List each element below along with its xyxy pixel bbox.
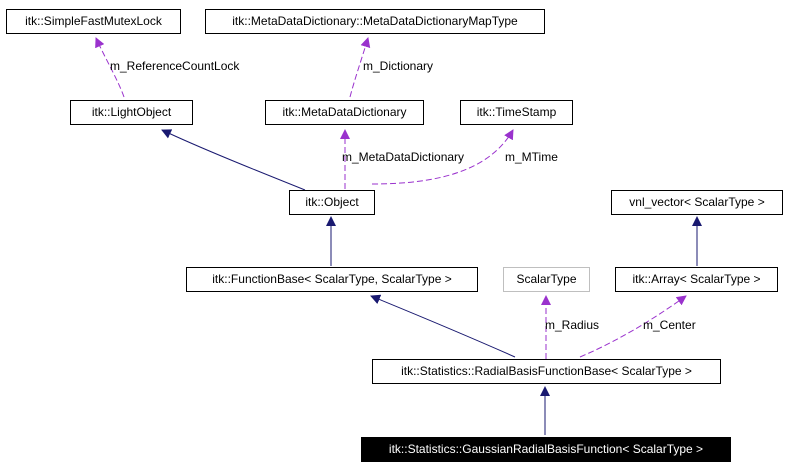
edge-rbf-base-uses-array bbox=[579, 295, 687, 358]
label-radius: m_Radius bbox=[545, 318, 600, 332]
label-meta-data-dictionary: m_MetaDataDictionary bbox=[342, 150, 465, 164]
edge-light-object-uses-mutex-lock bbox=[95, 37, 125, 98]
node-array[interactable]: itk::Array< ScalarType > bbox=[615, 267, 778, 292]
node-meta-data-dictionary-map-type[interactable]: itk::MetaDataDictionary::MetaDataDiction… bbox=[205, 9, 545, 34]
node-scalar-type[interactable]: ScalarType bbox=[503, 267, 590, 292]
edge-dictionary-uses-map-type bbox=[349, 37, 371, 98]
node-gaussian-radial-basis-function[interactable]: itk::Statistics::GaussianRadialBasisFunc… bbox=[361, 437, 731, 462]
node-meta-data-dictionary[interactable]: itk::MetaDataDictionary bbox=[265, 100, 424, 125]
label-center: m_Center bbox=[643, 318, 696, 332]
edge-object-to-light-object bbox=[161, 129, 306, 191]
edge-object-uses-time-stamp bbox=[371, 129, 514, 185]
node-object[interactable]: itk::Object bbox=[289, 190, 375, 215]
node-radial-basis-function-base[interactable]: itk::Statistics::RadialBasisFunctionBase… bbox=[372, 359, 721, 384]
node-vnl-vector[interactable]: vnl_vector< ScalarType > bbox=[611, 190, 783, 215]
node-light-object[interactable]: itk::LightObject bbox=[70, 100, 193, 125]
label-mtime: m_MTime bbox=[505, 150, 558, 164]
edge-rbf-base-to-function-base bbox=[370, 294, 516, 358]
node-simple-fast-mutex-lock[interactable]: itk::SimpleFastMutexLock bbox=[6, 9, 181, 34]
node-time-stamp[interactable]: itk::TimeStamp bbox=[460, 100, 573, 125]
label-dictionary: m_Dictionary bbox=[363, 59, 434, 73]
label-reference-count-lock: m_ReferenceCountLock bbox=[110, 59, 240, 73]
node-function-base[interactable]: itk::FunctionBase< ScalarType, ScalarTyp… bbox=[186, 267, 478, 292]
